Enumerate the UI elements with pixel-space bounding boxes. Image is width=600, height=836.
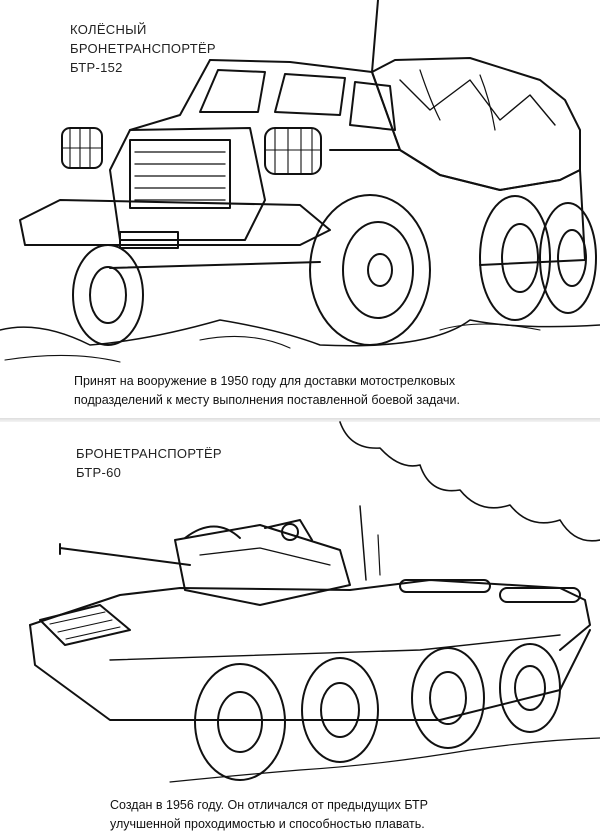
wheel-4 [500,644,560,732]
antenna [372,0,378,72]
title-line: КОЛЁСНЫЙ [70,22,147,37]
wheel-3 [412,648,484,748]
caption-line: подразделений к месту выполнения поставл… [74,393,460,407]
bumper-plate [120,232,178,248]
vehicle-caption-btr-152: Принят на вооружение в 1950 году для дос… [74,372,460,410]
vehicle-caption-btr-60: Создан в 1956 году. Он отличался от пред… [110,796,428,834]
windshield-right [275,74,345,115]
antenna [360,506,366,580]
side-window [350,82,395,130]
cannon-barrel [60,548,190,565]
turret-hatch [185,527,240,539]
hull-top [30,580,590,650]
front-hatch [40,605,130,645]
ground [0,320,600,346]
cloud-outline [340,422,600,541]
btr-60-illustration [0,420,600,790]
caption-line: Создан в 1956 году. Он отличался от пред… [110,798,428,812]
rear-wheel-1 [480,196,550,320]
front-axle [110,262,320,268]
canopy [372,58,580,190]
stowage-tube [500,588,580,602]
page-divider [0,418,600,422]
front-wheel-left [73,245,143,345]
title-line: БТР-152 [70,60,123,75]
vehicle-title-btr-60: БРОНЕТРАНСПОРТЁР БТР-60 [76,444,222,482]
coloring-page-btr-60: БРОНЕТРАНСПОРТЁР БТР-60 [0,420,600,836]
front-bumper [20,200,330,245]
ground [170,738,600,782]
radiator-grille [130,140,230,208]
hull-side [330,150,585,265]
windshield-left [200,70,265,112]
btr-152-illustration [0,0,600,372]
caption-line: улучшенной проходимостью и способностью … [110,817,425,831]
wheel-2 [302,658,378,762]
turret [175,525,350,605]
hood [110,128,265,240]
headlight-guard-right [265,128,321,174]
cab-roof [210,60,400,150]
hull-side [30,625,590,720]
coloring-page-btr-152: КОЛЁСНЫЙ БРОНЕТРАНСПОРТЁР БТР-152 [0,0,600,410]
title-line: БТР-60 [76,465,122,480]
wheel-1 [195,664,285,780]
vehicle-title-btr-152: КОЛЁСНЫЙ БРОНЕТРАНСПОРТЁР БТР-152 [70,20,216,77]
rear-wheel-2 [540,203,596,313]
title-line: БРОНЕТРАНСПОРТЁР [70,41,216,56]
title-line: БРОНЕТРАНСПОРТЁР [76,446,222,461]
caption-line: Принят на вооружение в 1950 году для дос… [74,374,456,388]
